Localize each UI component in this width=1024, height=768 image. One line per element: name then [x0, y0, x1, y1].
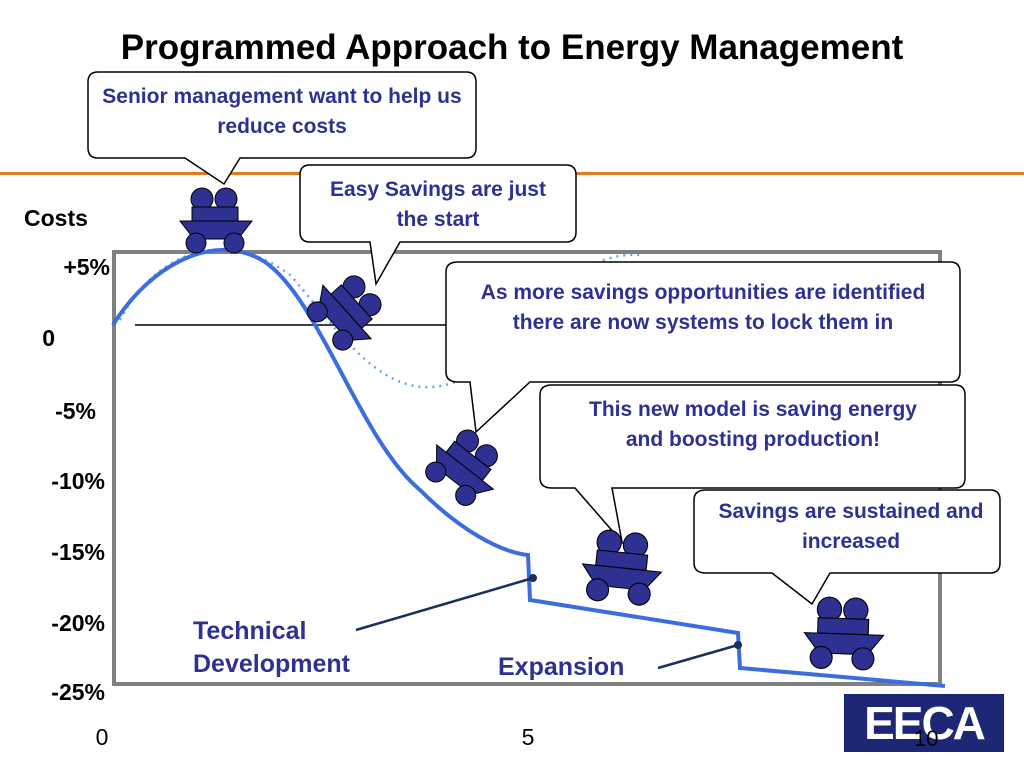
callout-senior-text: Senior management want to help us reduce… — [102, 85, 462, 138]
callout-systems — [445, 261, 961, 434]
callout-model — [539, 384, 966, 545]
y-tick-label: +5% — [63, 254, 110, 280]
y-tick-label: -10% — [51, 468, 105, 494]
expansion-pointer — [657, 643, 739, 670]
y-tick-label: -15% — [51, 539, 105, 565]
y-tick-label: 0 — [42, 325, 55, 351]
eeca-logo: EECA — [844, 694, 1004, 752]
y-tick-label: -5% — [55, 398, 96, 424]
callout-senior — [87, 71, 477, 186]
technical-development-label: Technical Development — [193, 617, 350, 678]
x-tick-label: 5 — [521, 724, 535, 750]
callout-easy — [299, 164, 577, 287]
y-tick-label: -20% — [51, 610, 105, 636]
dotted-curve — [118, 248, 641, 389]
cart-icon — [298, 262, 397, 361]
technical-pointer — [355, 576, 534, 632]
cost-curve — [111, 247, 946, 688]
cart-icon — [802, 595, 886, 672]
technical-pointer-dot — [529, 574, 537, 582]
callout-systems-text: As more savings opportunities are identi… — [480, 281, 926, 334]
callout-easy-text: Easy Savings are just the start — [330, 178, 546, 231]
y-tick-label: -25% — [51, 679, 105, 705]
callout-model-text: This new model is saving energy and boos… — [589, 398, 917, 451]
callout-sustained — [693, 489, 1001, 606]
cart-icon — [179, 187, 253, 254]
callout-sustained-text: Savings are sustained and increased — [718, 500, 984, 553]
expansion-label: Expansion — [498, 653, 625, 681]
expansion-pointer-dot — [734, 641, 742, 649]
x-tick-label: 10 — [914, 726, 939, 751]
x-tick-label: 0 — [95, 724, 109, 750]
slide-title: Programmed Approach to Energy Management — [120, 28, 904, 67]
y-axis-title: Costs — [24, 205, 88, 231]
